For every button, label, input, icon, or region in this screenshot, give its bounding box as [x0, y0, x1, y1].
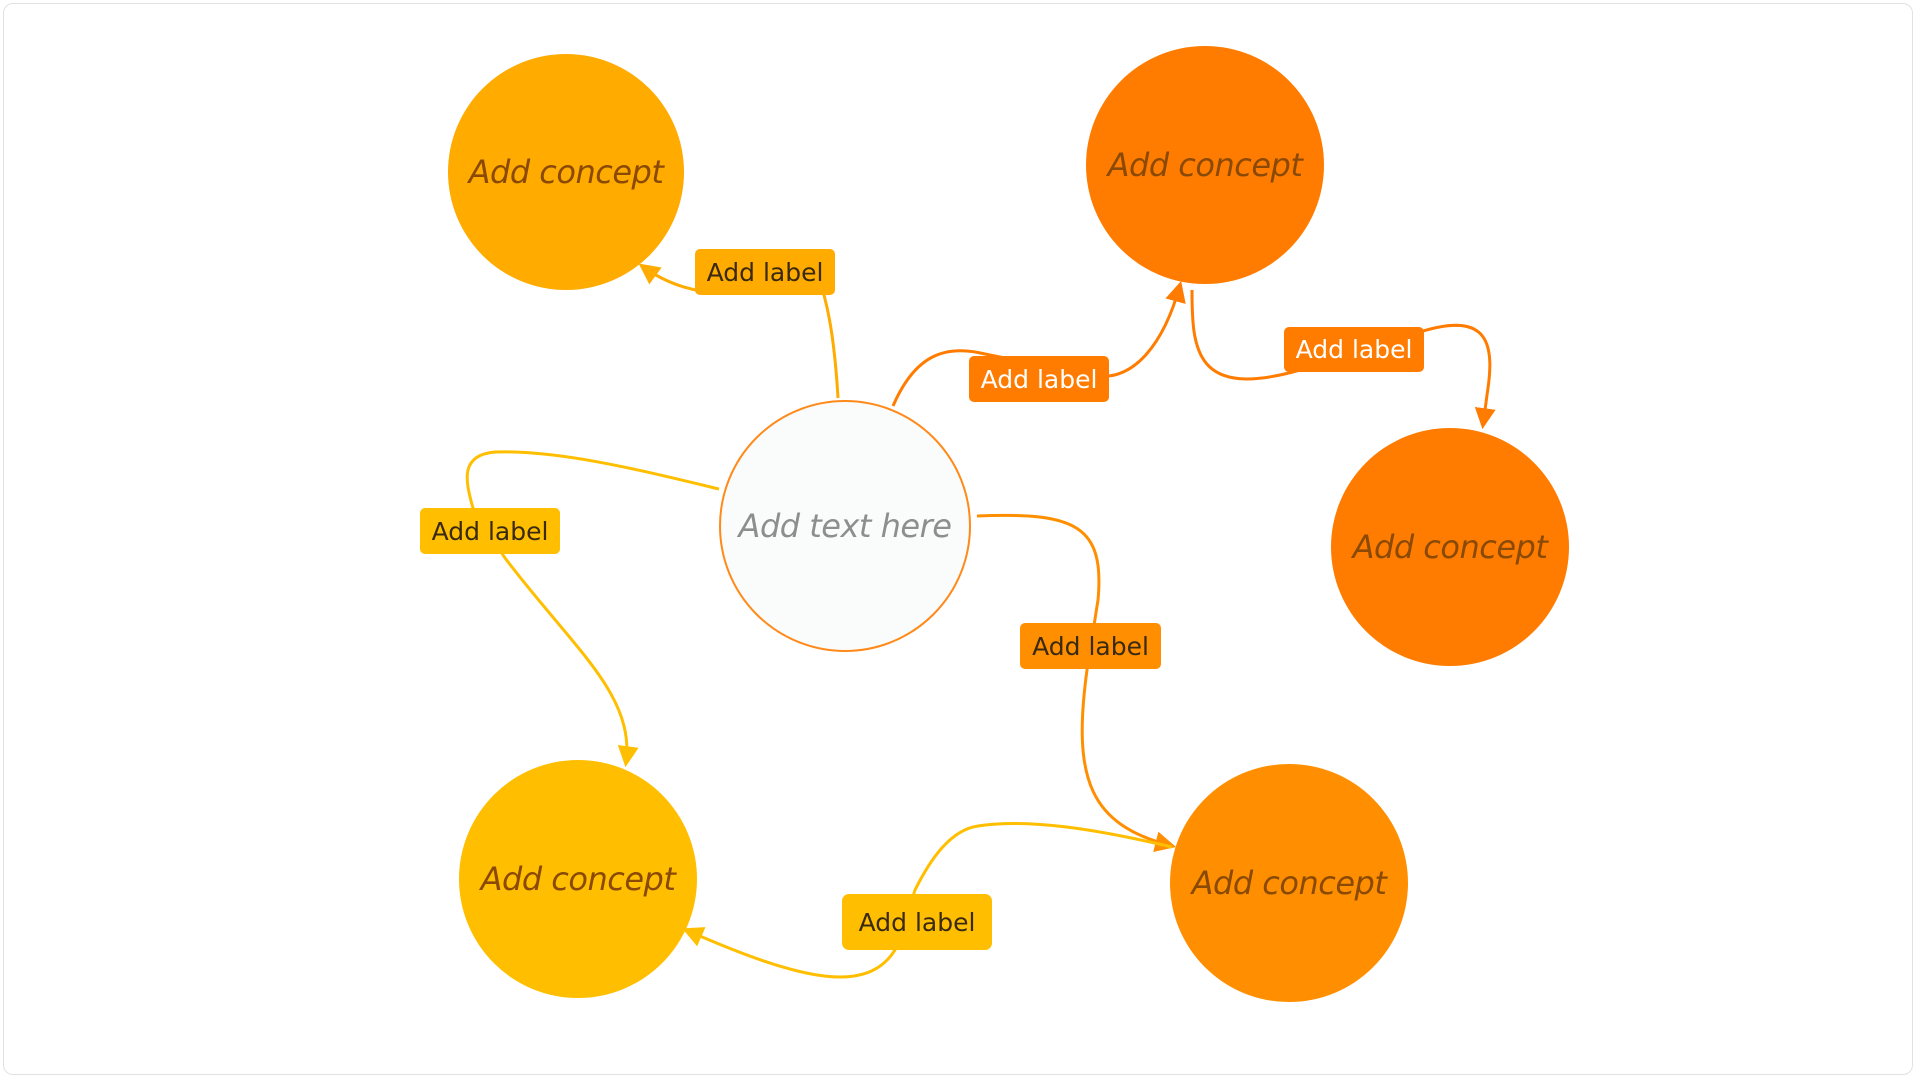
link-label-text: Add label — [706, 257, 824, 287]
concept-node-right[interactable]: Add concept — [1331, 428, 1569, 666]
concept-text: Add concept — [480, 860, 676, 898]
central-topic-node[interactable]: Add text here — [719, 400, 971, 652]
link-label-top-right-to-right[interactable]: Add label — [1284, 327, 1424, 372]
link-label-text: Add label — [980, 364, 1098, 394]
central-topic-text: Add text here — [738, 507, 952, 545]
concept-text: Add concept — [468, 153, 664, 191]
concept-node-bottom-right[interactable]: Add concept — [1170, 764, 1408, 1002]
concept-node-top-right[interactable]: Add concept — [1086, 46, 1324, 284]
link-label-to-top-right[interactable]: Add label — [969, 356, 1109, 402]
link-label-text: Add label — [1295, 335, 1413, 364]
link-label-text: Add label — [858, 907, 976, 937]
concept-text: Add concept — [1191, 864, 1387, 902]
concept-text: Add concept — [1107, 146, 1303, 184]
concept-text: Add concept — [1352, 528, 1548, 566]
concept-node-bottom-left[interactable]: Add concept — [459, 760, 697, 998]
connector-bottom-right-to-bottom-left[interactable] — [682, 821, 1173, 979]
link-label-text: Add label — [431, 516, 549, 546]
link-label-to-bottom-right[interactable]: Add label — [1020, 623, 1161, 669]
link-label-to-bottom-left[interactable]: Add label — [420, 508, 560, 554]
link-label-to-top-left[interactable]: Add label — [695, 249, 835, 295]
connector-to-bottom-right[interactable] — [976, 513, 1177, 852]
concept-node-top-left[interactable]: Add concept — [448, 54, 684, 290]
connector-to-bottom-left[interactable] — [465, 450, 720, 768]
link-label-text: Add label — [1032, 631, 1149, 661]
link-label-bottom-right-to-bottom-left[interactable]: Add label — [842, 894, 992, 950]
